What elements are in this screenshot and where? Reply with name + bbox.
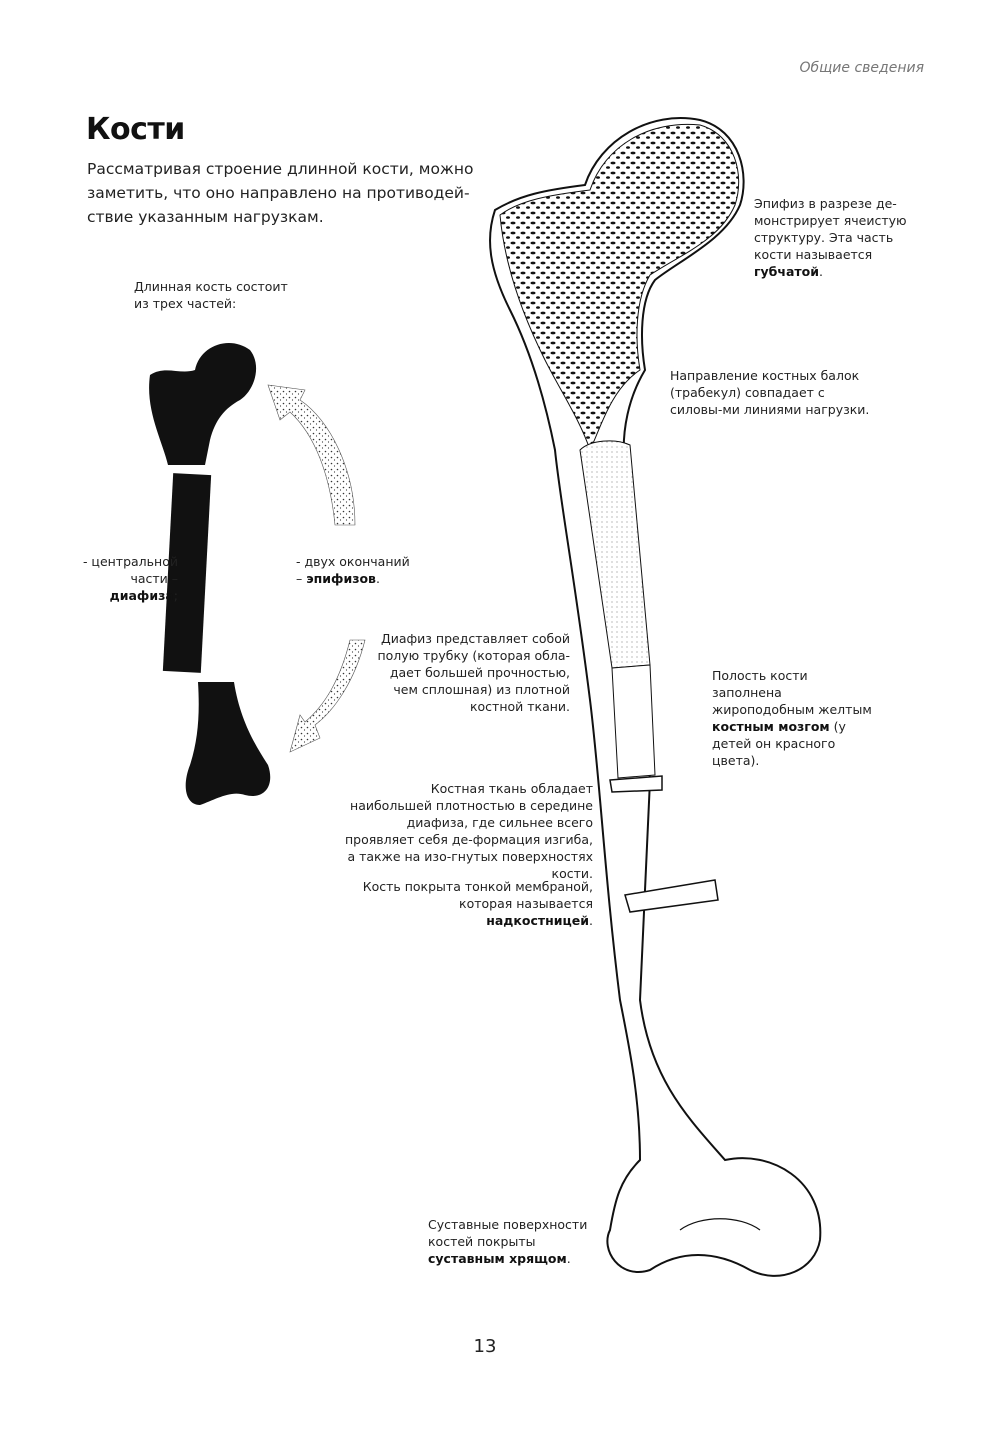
page-title: Кости	[86, 112, 185, 147]
label-diaphysis: - центральной части – диафиза;	[60, 553, 178, 604]
term-epiphyses: эпифизов	[306, 571, 376, 586]
annotation-text: Эпифиз в разрезе де-монстрирует ячеистую…	[754, 196, 907, 262]
arrow-down-icon	[289, 639, 366, 753]
annotation-text: Кость покрыта тонкой мембраной, которая …	[362, 879, 593, 911]
term-periosteum: надкостницей	[486, 913, 590, 928]
intro-paragraph: Рассматривая строение длинной кости, мож…	[87, 160, 474, 226]
annotation-periosteum: Кость покрыта тонкой мембраной, которая …	[355, 878, 593, 929]
femur-cross-section	[489, 117, 822, 1277]
annotation-epiphysis: Эпифиз в разрезе де-монстрирует ячеистую…	[754, 195, 914, 280]
annotation-punct: .	[819, 264, 823, 279]
diagram-caption: Длинная кость состоит из трех частей:	[134, 279, 288, 311]
annotation-marrow: Полость кости заполнена жироподобным жел…	[712, 667, 872, 769]
femur-silhouette	[149, 342, 271, 805]
term-cartilage: суставным хрящом	[428, 1251, 567, 1266]
label-text: - двух окончаний –	[296, 554, 410, 586]
running-header: Общие сведения	[799, 60, 924, 76]
term-diaphysis: диафиза	[109, 588, 174, 603]
term-marrow: костным мозгом	[712, 719, 830, 734]
annotation-punct: (у детей он красного цвета).	[712, 719, 846, 768]
annotation-diaphysis: Диафиз представляет собой полую трубку (…	[377, 631, 570, 714]
label-punct: .	[375, 571, 380, 586]
term-spongy: губчатой	[754, 264, 820, 279]
label-text: - центральной части –	[82, 554, 178, 586]
annotation-text: Полость кости заполнена жироподобным жел…	[712, 668, 872, 717]
page-number: 13	[473, 1336, 497, 1357]
label-punct: ;	[173, 588, 178, 603]
label-epiphyses: - двух окончаний – эпифизов.	[296, 553, 416, 587]
annotation-punct: .	[589, 913, 593, 928]
annotation-density: Костная ткань обладает наибольшей плотно…	[345, 781, 593, 881]
annotation-punct: .	[566, 1251, 571, 1266]
arrow-up-icon	[267, 384, 356, 526]
annotation-trabeculae: Направление костных балок (трабекул) сов…	[670, 368, 870, 417]
annotation-text: Суставные поверхности костей покрыты	[428, 1217, 588, 1249]
annotation-cartilage: Суставные поверхности костей покрыты сус…	[428, 1216, 588, 1267]
